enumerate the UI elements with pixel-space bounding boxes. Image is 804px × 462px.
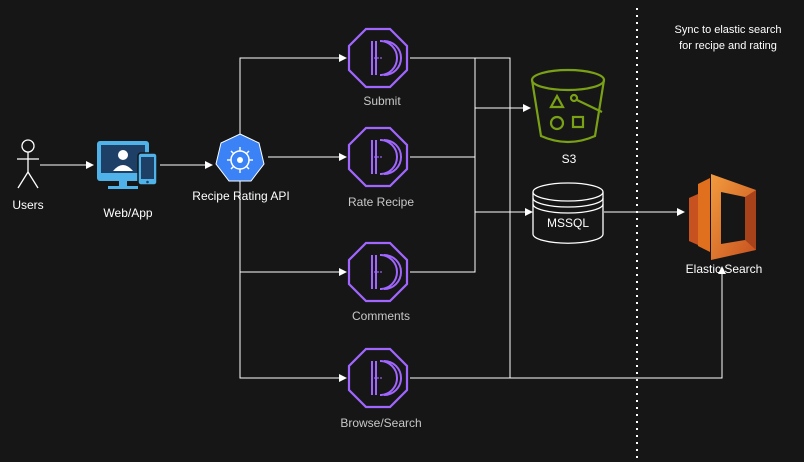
browse-search-label: Browse/Search bbox=[340, 416, 422, 430]
user-icon bbox=[17, 139, 39, 189]
rate-recipe-endpoint-icon bbox=[347, 126, 409, 188]
s3-bucket-icon bbox=[530, 68, 606, 144]
mssql-label: MSSQL bbox=[546, 216, 590, 230]
elastic-search-icon bbox=[689, 174, 756, 260]
edge-submit-s3 bbox=[410, 57, 476, 273]
sync-note-line-1: Sync to elastic search bbox=[674, 24, 782, 36]
comments-endpoint-icon bbox=[347, 241, 409, 303]
browse-search-endpoint-icon bbox=[347, 347, 409, 409]
sync-note-line-2: for recipe and rating bbox=[679, 40, 777, 52]
web-app-icon bbox=[97, 141, 158, 189]
submit-endpoint-icon bbox=[347, 27, 409, 89]
users-label: Users bbox=[12, 198, 44, 212]
edge-submit-bus2 bbox=[410, 57, 511, 379]
edge-browse-elastic bbox=[510, 266, 726, 379]
sync-note: Sync to elastic search for recipe and ra… bbox=[643, 22, 804, 54]
edge-api-submit bbox=[239, 54, 347, 139]
rate-recipe-label: Rate Recipe bbox=[347, 195, 415, 209]
comments-label: Comments bbox=[351, 309, 411, 323]
api-gear-icon bbox=[215, 133, 265, 182]
webapp-label: Web/App bbox=[103, 206, 153, 220]
elastic-search-label: Elastic Search bbox=[685, 262, 763, 276]
api-label: Recipe Rating API bbox=[192, 189, 290, 203]
edge-api-comments-browse bbox=[239, 177, 347, 382]
s3-label: S3 bbox=[561, 152, 577, 166]
mssql-database-icon bbox=[532, 182, 604, 244]
submit-label: Submit bbox=[363, 94, 401, 108]
connectors bbox=[40, 54, 726, 382]
